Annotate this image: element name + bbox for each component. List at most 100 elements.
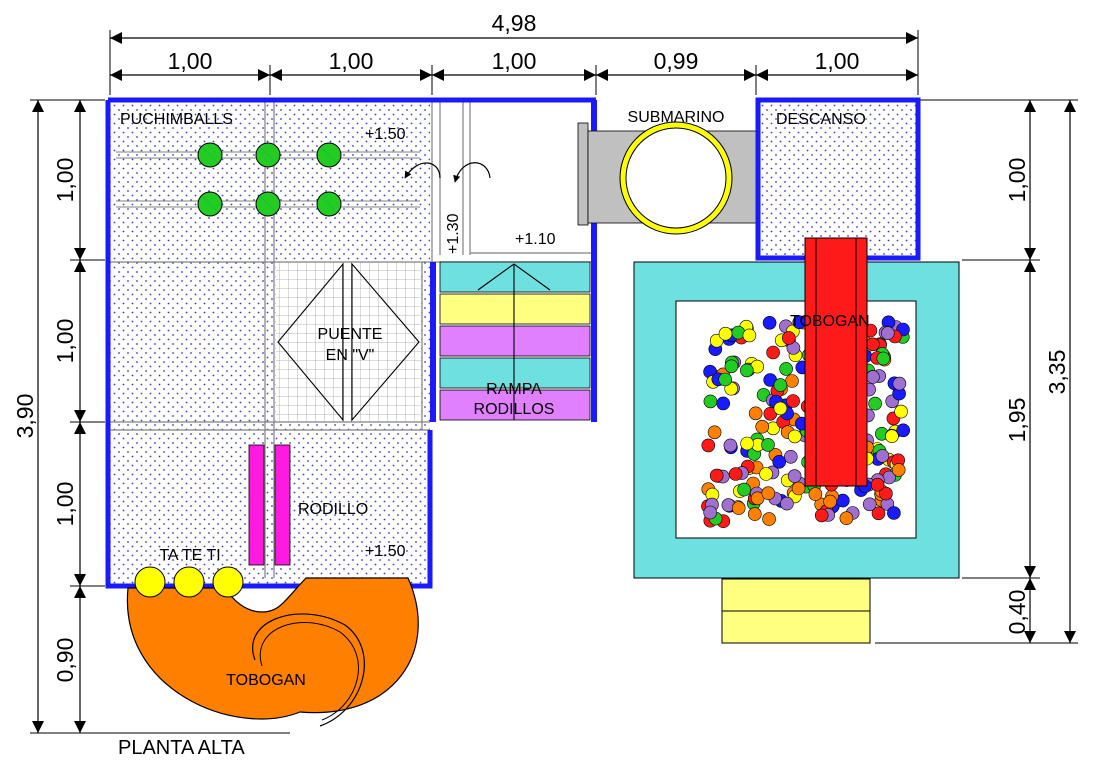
pool-ball [740, 436, 754, 451]
pool-ball [791, 481, 806, 496]
pool-ball [823, 494, 837, 509]
pool-ball [759, 467, 773, 481]
pool-ball [787, 429, 802, 444]
pool-ball [887, 506, 901, 520]
right-segment-label-1: 1,00 [1004, 158, 1030, 203]
drawing-caption: PLANTA ALTA [118, 737, 245, 759]
submarino-tunnel: SUBMARINO [577, 109, 775, 235]
pool-ball [703, 505, 718, 520]
pool-ball [876, 351, 891, 366]
puente-grid-floor [276, 262, 421, 422]
pool-ball [773, 401, 788, 416]
pool-ball [808, 487, 823, 501]
rodillo-roller [248, 444, 265, 566]
pool-ball [839, 511, 854, 526]
pool-tobogan-label: TOBOGAN [790, 313, 870, 330]
rampa-label-line2: RODILLOS [474, 401, 555, 418]
ball-pool: TOBOGAN [633, 237, 960, 644]
pool-ball [896, 423, 911, 438]
pool-ball [885, 429, 899, 444]
top-segment-label-5: 1,00 [815, 48, 860, 74]
rampa-label-line1: RAMPA [486, 381, 542, 398]
tateti-label: TA TE TI [159, 547, 220, 564]
top-dimensions: 4,98 1,00 1,00 1,00 0,99 1,00 [109, 10, 919, 95]
pool-ball [716, 396, 731, 411]
pool-ball [891, 463, 906, 477]
tateti-circle-3 [212, 566, 244, 598]
pool-ball [707, 425, 722, 440]
pool-ball [814, 508, 829, 523]
pool-ball [772, 454, 787, 469]
pool-ball [866, 370, 880, 384]
level-110-label: +1.10 [515, 231, 556, 248]
puente-label-line2: EN "V" [326, 347, 375, 364]
pool-ball [737, 482, 751, 497]
pool-ball [748, 406, 763, 421]
tateti-circle-1 [134, 566, 166, 598]
pool-ball [880, 326, 895, 340]
pool-ball [701, 438, 716, 453]
puchimballs-label: PUCHIMBALLS [120, 111, 233, 128]
pool-ball [879, 486, 893, 501]
pool-slide-tube [804, 237, 868, 487]
pool-ball [894, 404, 908, 419]
right-segment-label-2: 1,95 [1004, 398, 1030, 443]
pool-ball [779, 362, 793, 376]
pool-ball [780, 496, 794, 511]
total-width-label: 4,98 [492, 10, 537, 36]
pool-ball [755, 419, 770, 434]
descanso-label: DESCANSO [776, 111, 866, 128]
left-total-label: 3,90 [12, 394, 38, 439]
outer-wall-left [105, 97, 596, 589]
pool-ball [766, 345, 780, 360]
left-dimensions: 3,90 1,00 1,00 1,00 0,90 [12, 99, 290, 734]
pool-ball [709, 468, 724, 483]
puchimball-icon [197, 142, 342, 217]
pool-ball [875, 449, 890, 463]
pool-ball [892, 376, 907, 391]
pool-ball [761, 486, 776, 501]
right-total-label: 3,35 [1044, 350, 1070, 395]
pool-ball [742, 328, 757, 343]
pool-ball [718, 326, 733, 341]
spiral-slide-shape [126, 577, 419, 720]
top-segment-label-3: 1,00 [492, 48, 537, 74]
pool-ball [761, 438, 775, 452]
spiral-slide: TA TE TI TOBOGAN [126, 547, 419, 727]
curved-arrow-icon [453, 162, 491, 183]
puente-label-line1: PUENTE [318, 326, 383, 343]
top-segment-label-4: 0,99 [654, 48, 699, 74]
circle-icon [620, 122, 732, 234]
pool-ball [787, 469, 802, 483]
pool-ball [871, 506, 886, 521]
left-segment-label-2: 1,00 [52, 319, 78, 364]
puente-v-diamond [277, 262, 420, 422]
pool-ball [865, 337, 880, 352]
rampa-rodillos: RAMPA RODILLOS [439, 261, 591, 421]
left-segment-label-4: 0,90 [52, 638, 78, 683]
right-segment-label-3: 0,40 [1004, 590, 1030, 635]
tateti-circle-2 [173, 566, 205, 598]
level-bottom-label: +1.50 [365, 543, 406, 560]
pool-ball [739, 363, 754, 378]
pool-ball [783, 449, 798, 464]
pool-ball [870, 477, 885, 492]
pool-ball [762, 315, 777, 330]
pool-ball [731, 501, 746, 515]
pool-ball [723, 438, 738, 453]
pool-ball [785, 374, 799, 388]
pool-ball [703, 394, 718, 409]
rodillo-label: RODILLO [298, 501, 368, 518]
pool-ball [718, 372, 733, 387]
curved-arrow-icon [404, 162, 441, 179]
pool-ball [728, 467, 743, 481]
pool-ball [762, 512, 776, 526]
right-dimensions: 1,00 1,95 0,40 3,35 [875, 99, 1078, 644]
level-top-label: +1.50 [365, 126, 406, 143]
pool-ball [862, 497, 877, 512]
top-segment-label-2: 1,00 [329, 48, 374, 74]
pool-ball [724, 359, 739, 374]
slide-tobogan-label: TOBOGAN [226, 672, 306, 689]
